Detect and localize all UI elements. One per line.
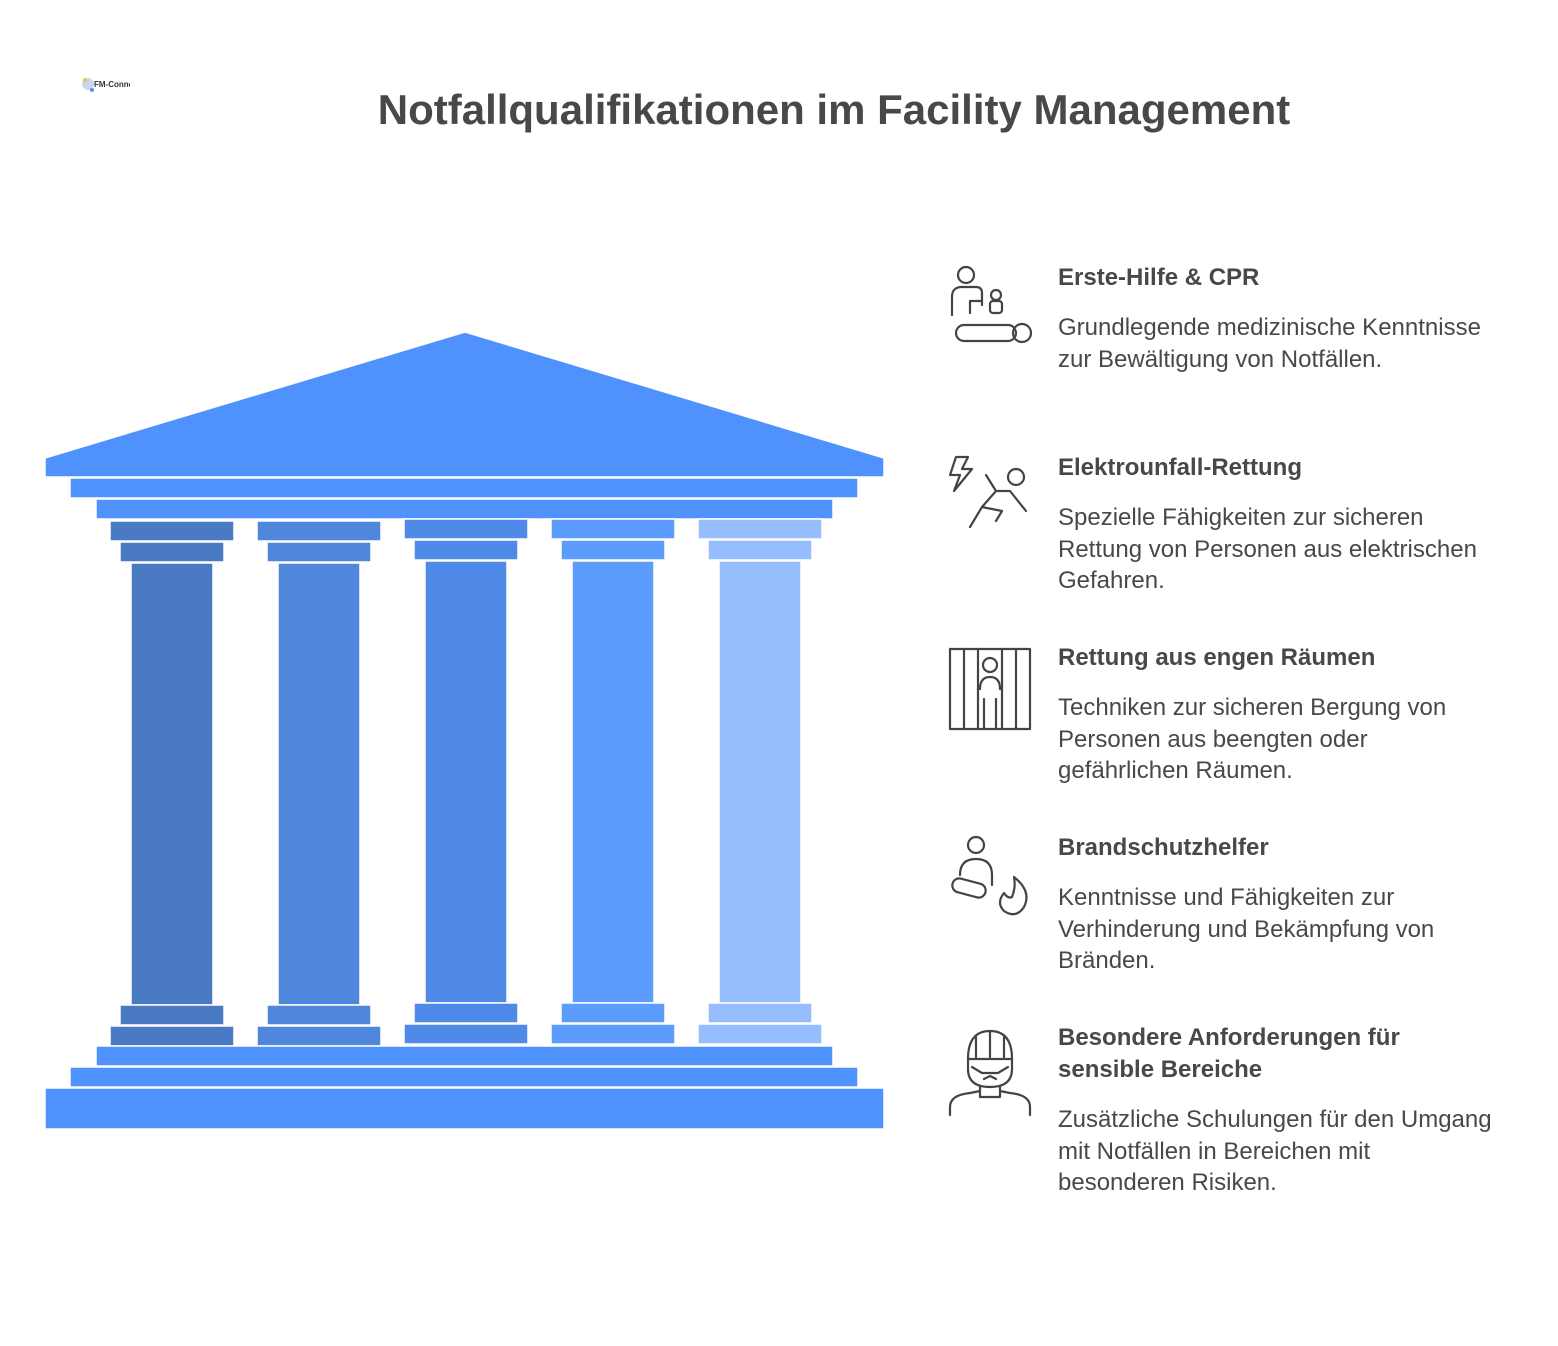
electric-shock-icon (946, 455, 1036, 552)
pillar-capital-bottom (413, 539, 519, 561)
pillar-shaft (718, 560, 802, 1004)
pillar-capital-top (109, 520, 235, 542)
pillar-base-bottom (256, 1025, 382, 1047)
item-title: Brandschutzhelfer (1058, 834, 1269, 861)
pillar-capital-bottom (266, 541, 372, 563)
step-1 (95, 1045, 834, 1067)
temple-diagram (44, 331, 885, 1130)
first-aid-cpr-icon (946, 265, 1036, 362)
pillar-shaft (571, 560, 655, 1004)
item-title: Rettung aus engen Räumen (1058, 644, 1376, 671)
step-2 (69, 1066, 859, 1088)
pillar-shaft (277, 562, 361, 1006)
logo: FM-Connect (80, 72, 141, 98)
step-3 (44, 1087, 885, 1130)
pillar-base-bottom (697, 1023, 823, 1045)
item-text: Kenntnisse und Fähigkeiten zur Verhinder… (1058, 884, 1435, 974)
item-text: Spezielle Fähigkeiten zur sicheren Rettu… (1058, 504, 1477, 594)
pillar-capital-top (697, 518, 823, 540)
pillar-shaft (130, 562, 214, 1006)
pillar-base-top (413, 1002, 519, 1024)
entablature-upper (69, 477, 859, 499)
pillar-capital-top (403, 518, 529, 540)
protective-gear-person-icon (946, 1025, 1036, 1122)
pillar-capital-top (550, 518, 676, 540)
confined-space-icon (946, 645, 1036, 742)
item-title: Erste-Hilfe & CPR (1058, 264, 1260, 291)
item-title: Besondere Anforderungen für sensible Ber… (1058, 1024, 1400, 1083)
pillar-base-top (266, 1004, 372, 1026)
pillar-shaft (424, 560, 508, 1004)
pillar-base-bottom (550, 1023, 676, 1045)
item-text: Techniken zur sicheren Bergung von Perso… (1058, 694, 1447, 784)
pillar-base-bottom (403, 1023, 529, 1045)
pillar-base-bottom (109, 1025, 235, 1047)
item-1: Erste-Hilfe & CPR Grundlegende medizinisc… (1058, 262, 1498, 375)
fire-helper-icon (946, 835, 1036, 932)
pillar-capital-bottom (119, 541, 225, 563)
entablature-lower (95, 498, 834, 520)
item-text: Grundlegende medizinische Kenntnisse zur… (1058, 314, 1481, 373)
item-text: Zusätzliche Schulungen für den Umgang mi… (1058, 1106, 1492, 1196)
pillar-capital-top (256, 520, 382, 542)
pillar-capital-bottom (560, 539, 666, 561)
page-title: Notfallqualifikationen im Facility Manag… (377, 86, 1291, 133)
svg-text:FM-Connect: FM-Connect (94, 80, 130, 89)
logo-icon: FM-Connect (82, 78, 141, 92)
roof (44, 331, 885, 478)
item-title: Elektrounfall-Rettung (1058, 454, 1302, 481)
pillar-base-top (707, 1002, 813, 1024)
pillar-base-top (560, 1002, 666, 1024)
pillar-base-top (119, 1004, 225, 1026)
item-5: Besondere Anforderungen für sensible Ber… (1058, 1022, 1498, 1199)
pillar-capital-bottom (707, 539, 813, 561)
